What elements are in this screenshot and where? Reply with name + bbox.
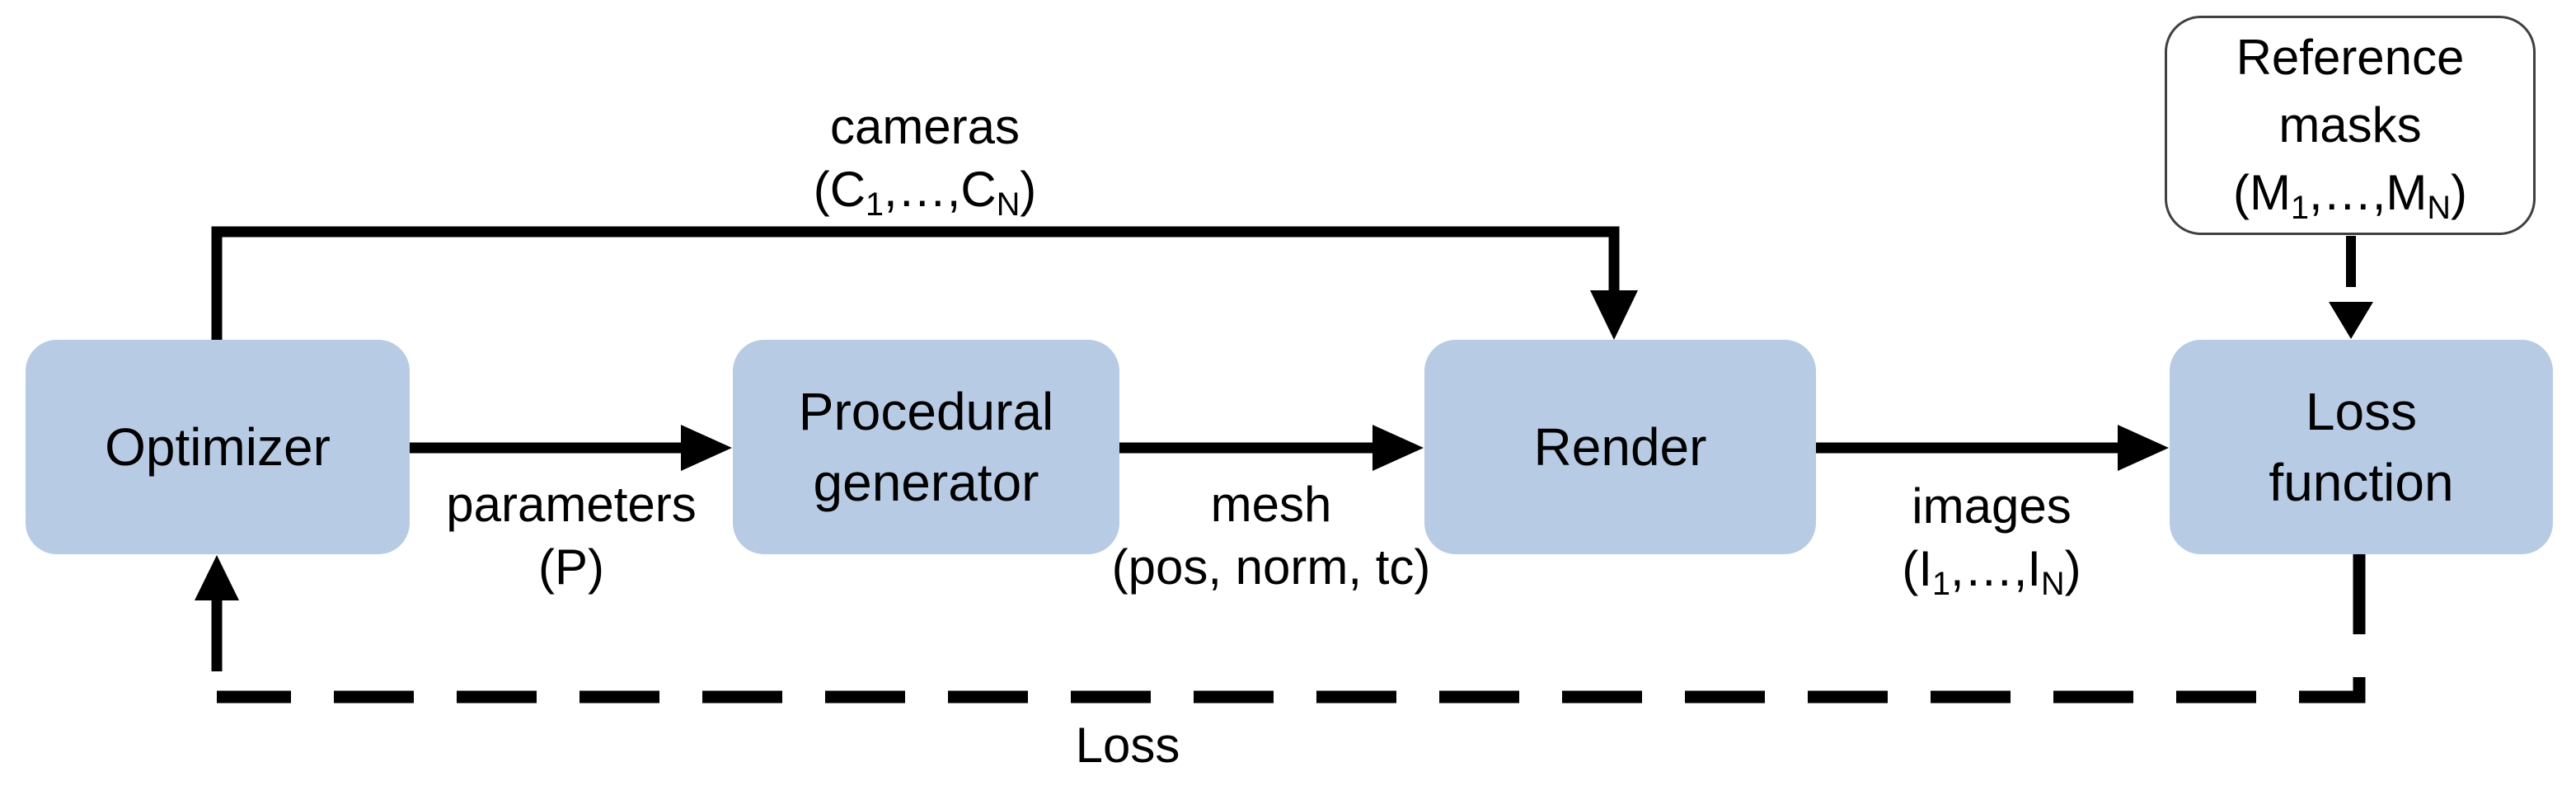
mesh-arrow [1119, 425, 1424, 471]
images-formula-sub2: N [2041, 566, 2065, 603]
images-formula-post: ) [2064, 541, 2081, 596]
reference-masks-formula-post: ) [2450, 165, 2467, 220]
node-reference-masks: Reference masks (M1,…,MN) [2165, 16, 2536, 235]
reference-masks-formula-mid: ,…,M [2309, 165, 2428, 220]
node-procedural-generator-label-line2: generator [813, 453, 1039, 512]
cameras-formula-post: ) [1020, 162, 1037, 217]
cameras-connector [211, 226, 1638, 340]
mesh-label-line1: mesh [1210, 477, 1332, 532]
mesh-label-line2: (pos, norm, tc) [1111, 539, 1431, 595]
loss-label: Loss [1076, 714, 1180, 777]
node-reference-masks-label-line1: Reference [2236, 30, 2465, 85]
parameters-label-line2: (P) [538, 539, 604, 595]
node-reference-masks-formula: (M1,…,MN) [2233, 159, 2467, 227]
node-loss-function: Loss function [2170, 340, 2553, 554]
reference-masks-arrow [2329, 236, 2373, 339]
images-formula-pre: (I [1902, 541, 1933, 596]
images-formula-mid: ,…,I [1950, 541, 2042, 596]
node-render-label: Render [1533, 417, 1707, 477]
cameras-formula-sub2: N [996, 186, 1021, 224]
images-formula-sub1: 1 [1932, 566, 1951, 603]
reference-masks-arrowhead-icon [2329, 302, 2373, 339]
parameters-arrowhead-icon [681, 425, 732, 471]
cameras-formula-mid: ,…,C [884, 162, 997, 217]
parameters-arrow [410, 425, 732, 471]
reference-masks-formula-sub1: 1 [2291, 190, 2310, 227]
cameras-arrowhead-icon [1590, 290, 1638, 340]
cameras-label-line1: cameras [829, 99, 1021, 154]
loss-label-text: Loss [1075, 718, 1180, 773]
cameras-formula-sub1: 1 [866, 186, 884, 224]
loss-feedback-connector [195, 554, 2366, 704]
cameras-line [211, 226, 1620, 340]
node-reference-masks-label-line2: masks [2278, 97, 2422, 153]
node-optimizer-label: Optimizer [105, 417, 331, 477]
reference-masks-formula-sub2: N [2427, 190, 2451, 227]
parameters-label: parameters (P) [446, 473, 696, 599]
loss-feedback-dashed-line [217, 554, 2366, 704]
images-arrowhead-icon [2118, 425, 2169, 471]
node-procedural-generator: Procedural generator [733, 340, 1119, 554]
cameras-label: cameras (C1,…,CN) [814, 96, 1037, 221]
node-render: Render [1424, 340, 1816, 554]
node-loss-function-label-line2: function [2269, 453, 2454, 512]
cameras-label-formula: (C1,…,CN) [814, 158, 1037, 221]
node-procedural-generator-label-line1: Procedural [798, 382, 1054, 441]
images-label-formula: (I1,…,IN) [1902, 538, 2081, 600]
node-optimizer: Optimizer [26, 340, 410, 554]
parameters-label-line1: parameters [446, 477, 697, 532]
node-loss-function-label-line1: Loss [2305, 382, 2418, 441]
mesh-arrowhead-icon [1372, 425, 1424, 471]
loss-feedback-arrowhead-icon [195, 555, 239, 600]
images-arrow [1816, 425, 2169, 471]
images-label: images (I1,…,IN) [1902, 475, 2081, 600]
cameras-formula-pre: (C [813, 162, 866, 217]
images-label-line1: images [1912, 478, 2072, 534]
reference-masks-formula-pre: (M [2233, 165, 2292, 220]
mesh-label: mesh (pos, norm, tc) [1112, 473, 1431, 599]
